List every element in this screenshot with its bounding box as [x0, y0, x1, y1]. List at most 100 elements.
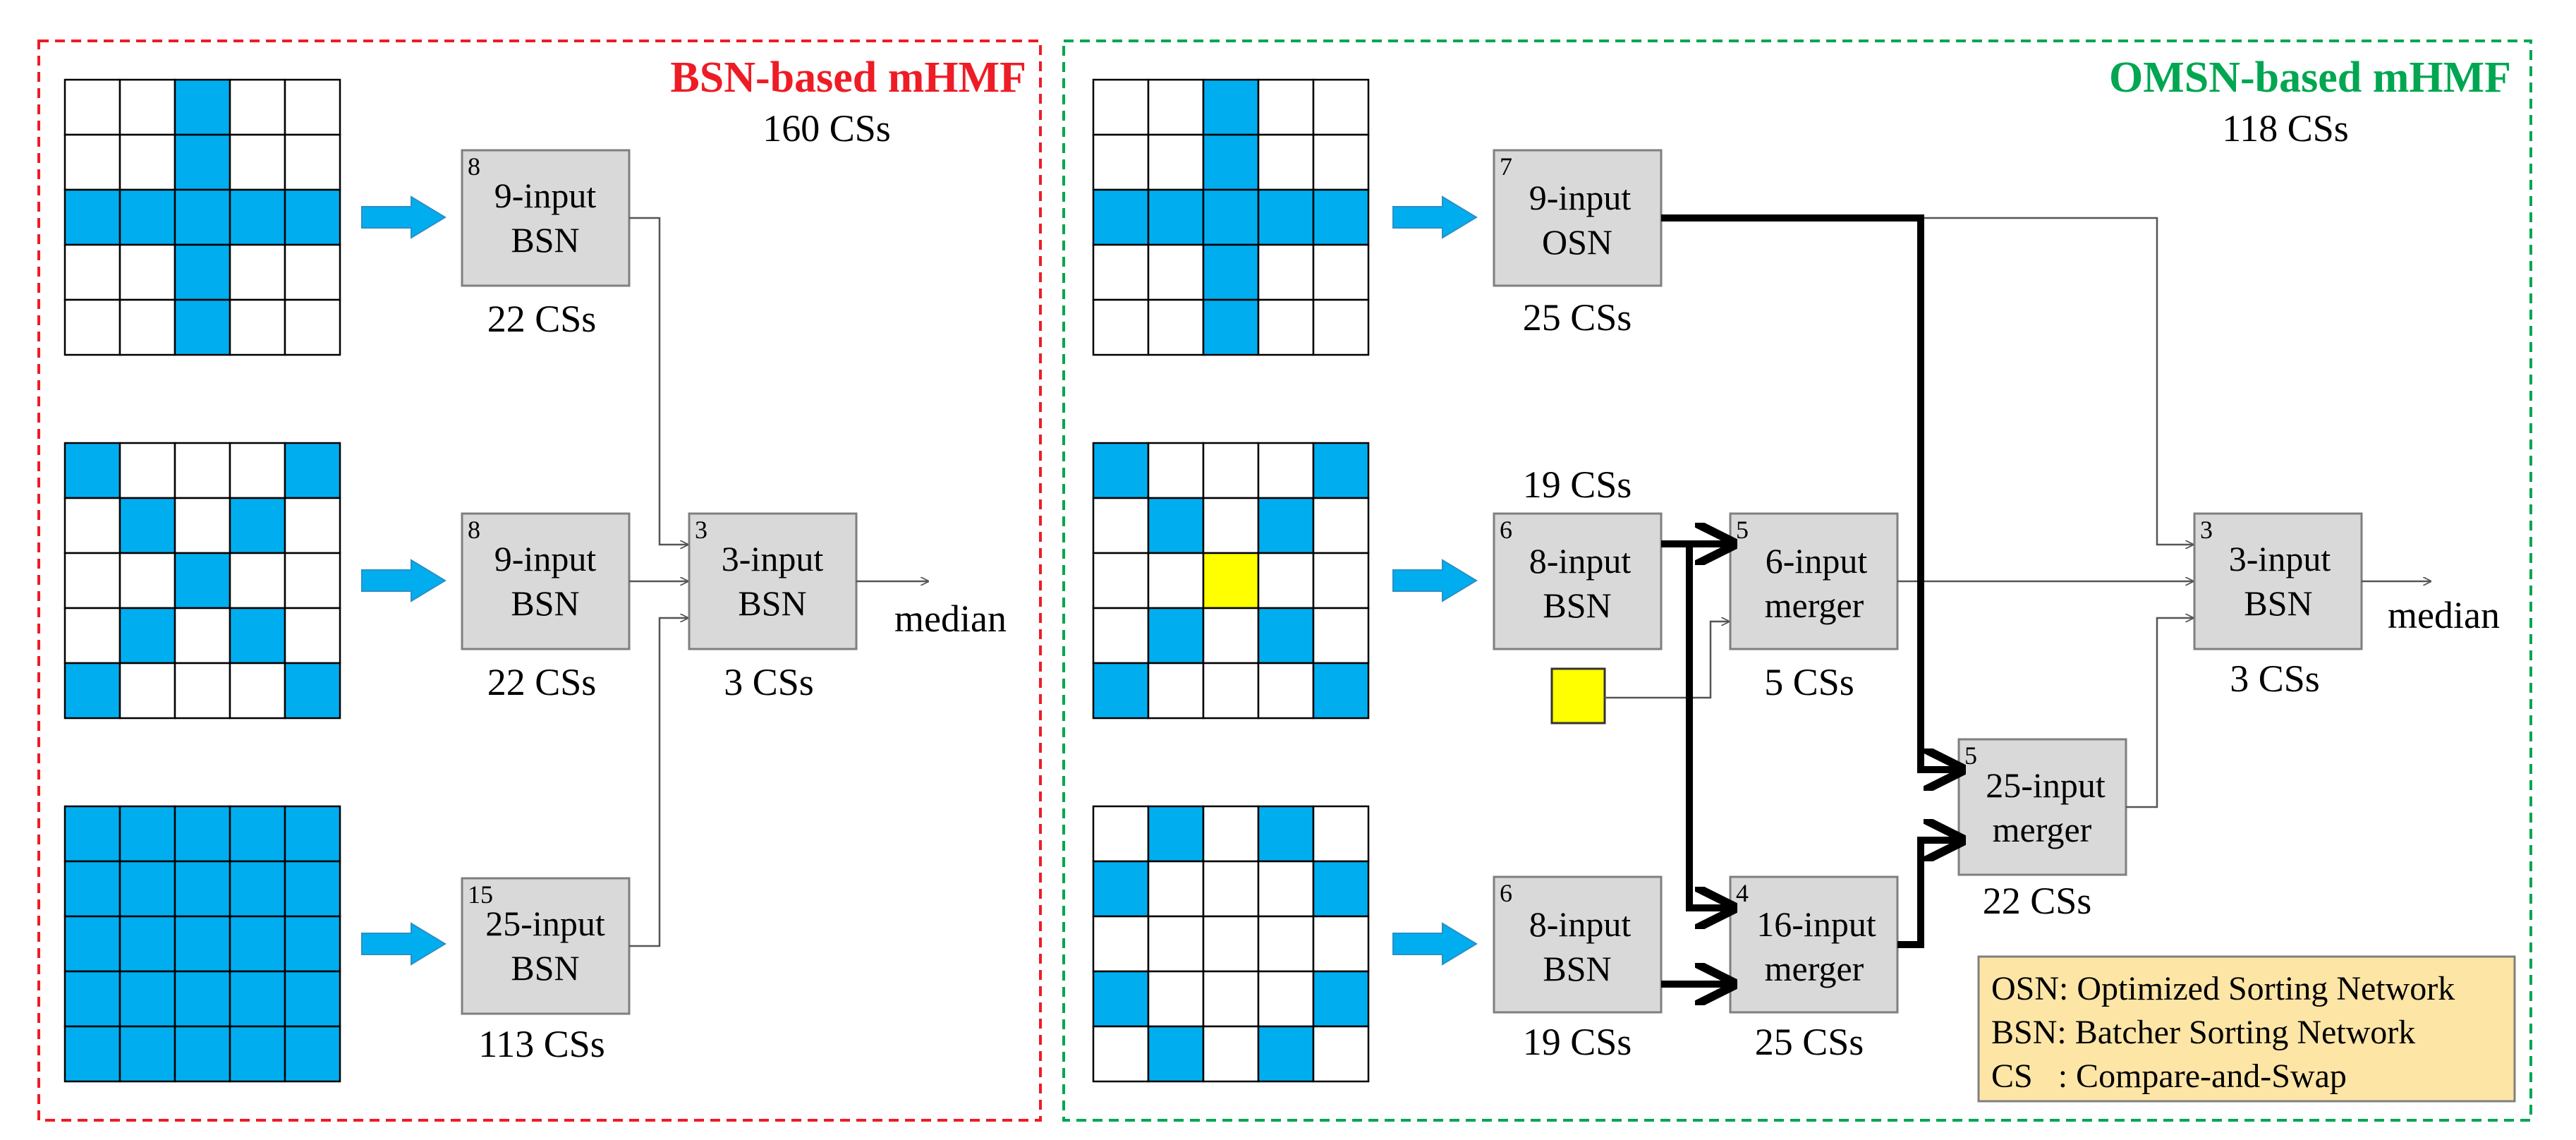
grid-cell: [1147, 915, 1205, 973]
grid-cell-selected: [1257, 188, 1315, 246]
grid-cell-selected: [174, 1025, 231, 1083]
grid-cell-selected: [1257, 1025, 1315, 1083]
block-label-line1: 3-input: [722, 539, 824, 578]
grid-cell: [119, 78, 176, 136]
grid-cell: [1147, 662, 1205, 720]
grid-cell: [1202, 1025, 1260, 1083]
grid-cell: [1092, 497, 1150, 554]
grid-cell-selected: [1092, 188, 1150, 246]
grid-cell-selected: [1202, 243, 1260, 301]
block-label-line1: 25-input: [485, 904, 605, 943]
grid-cell: [63, 607, 121, 665]
block-cs-count: 25 CSs: [1755, 1021, 1864, 1063]
legend-item-osn: OSN: Optimized Sorting Network: [1991, 970, 2455, 1007]
grid-cell-selected: [284, 1025, 341, 1083]
grid-cell: [63, 243, 121, 301]
grid-cell-selected: [119, 607, 176, 665]
grid-cell: [1312, 497, 1370, 554]
grid-cell: [1147, 860, 1205, 918]
grid-cell-selected: [1312, 970, 1370, 1028]
grid-cell-selected: [119, 970, 176, 1028]
block-label-line1: 25-input: [1986, 765, 2106, 805]
grid-cell-selected: [63, 970, 121, 1028]
block-cs-count: 22 CSs: [487, 298, 597, 340]
grid-cell-selected: [1147, 805, 1205, 863]
grid-cell-selected: [174, 970, 231, 1028]
grid-cell: [1312, 552, 1370, 610]
block-cs-count: 113 CSs: [478, 1023, 605, 1065]
bsn-panel-title: BSN-based mHMF: [670, 54, 1026, 102]
grid-cell: [1092, 915, 1150, 973]
grid-cell-selected: [119, 188, 176, 246]
block-sup: 5: [1736, 516, 1749, 544]
grid-cell-selected: [229, 188, 286, 246]
grid-cell: [1312, 1025, 1370, 1083]
block-label-line1: 9-input: [494, 539, 597, 578]
block-cs-count: 19 CSs: [1523, 1021, 1632, 1063]
omsn-input-arrow: [1392, 559, 1478, 602]
grid-cell-selected: [1092, 662, 1150, 720]
grid-cell: [174, 497, 231, 554]
block-label-line2: merger: [1765, 586, 1864, 625]
omsn-connector: [2126, 618, 2193, 808]
grid-cell: [284, 78, 341, 136]
block-sup: 8: [468, 516, 480, 544]
input-arrow-shape: [1392, 922, 1478, 966]
grid-cell: [1312, 243, 1370, 301]
grid-cell: [1092, 552, 1150, 610]
grid-cell-selected: [284, 442, 341, 499]
grid-cell: [229, 243, 286, 301]
grid-cell: [1092, 243, 1150, 301]
bsn-window-grid-diagonal: [63, 442, 341, 720]
merger-25-input-block: 5 25-input merger 22 CSs: [1957, 738, 2127, 922]
grid-cell-selected: [63, 188, 121, 246]
grid-cell-selected: [174, 552, 231, 610]
grid-cell: [1257, 552, 1315, 610]
grid-cell-selected: [1147, 1025, 1205, 1083]
grid-cell: [284, 497, 341, 554]
grid-cell-selected: [174, 860, 231, 918]
grid-cell-selected: [174, 915, 231, 973]
block-label-line1: 8-input: [1529, 541, 1632, 581]
grid-cell: [119, 552, 176, 610]
bsn-output-label: median: [894, 598, 1007, 640]
grid-cell: [63, 133, 121, 191]
block-sup: 3: [695, 516, 707, 544]
grid-cell: [1147, 552, 1205, 610]
grid-cell-selected: [174, 133, 231, 191]
block-label-line1: 9-input: [1529, 178, 1632, 217]
omsn-input-arrow: [1392, 195, 1478, 239]
grid-cell-selected: [174, 805, 231, 863]
block-label-line2: BSN: [1543, 949, 1611, 988]
grid-cell-selected: [284, 805, 341, 863]
block-label-line2: merger: [1993, 810, 2092, 849]
block-label-line2: BSN: [511, 948, 579, 988]
input-arrow-shape: [361, 559, 446, 602]
input-arrow-shape: [361, 922, 446, 966]
grid-cell: [1257, 133, 1315, 191]
grid-cell: [1257, 970, 1315, 1028]
grid-cell: [119, 298, 176, 356]
grid-cell-selected: [229, 1025, 286, 1083]
grid-cell: [1312, 78, 1370, 136]
bsn-9-input-block-middle: 8 9-input BSN 22 CSs: [461, 512, 631, 703]
grid-cell: [229, 662, 286, 720]
bsn-25-input-block: 15 25-input BSN 113 CSs: [461, 877, 631, 1065]
grid-cell: [1312, 298, 1370, 356]
block-label-line2: BSN: [511, 583, 579, 623]
grid-cell-selected: [1147, 188, 1205, 246]
grid-cell: [229, 133, 286, 191]
grid-cell: [1312, 805, 1370, 863]
bsn-panel: BSN-based mHMF 160 CSs 8 9-input BSN 22 …: [37, 40, 1042, 1122]
block-label-line2: BSN: [2244, 583, 2312, 623]
grid-cell: [1257, 298, 1315, 356]
grid-cell-selected: [1202, 78, 1260, 136]
grid-cell-selected: [284, 915, 341, 973]
grid-cell: [1202, 662, 1260, 720]
block-label-line1: 8-input: [1529, 904, 1632, 944]
grid-cell-selected: [284, 860, 341, 918]
grid-cell-selected: [284, 662, 341, 720]
grid-cell-selected: [174, 188, 231, 246]
grid-cell-selected: [63, 1025, 121, 1083]
